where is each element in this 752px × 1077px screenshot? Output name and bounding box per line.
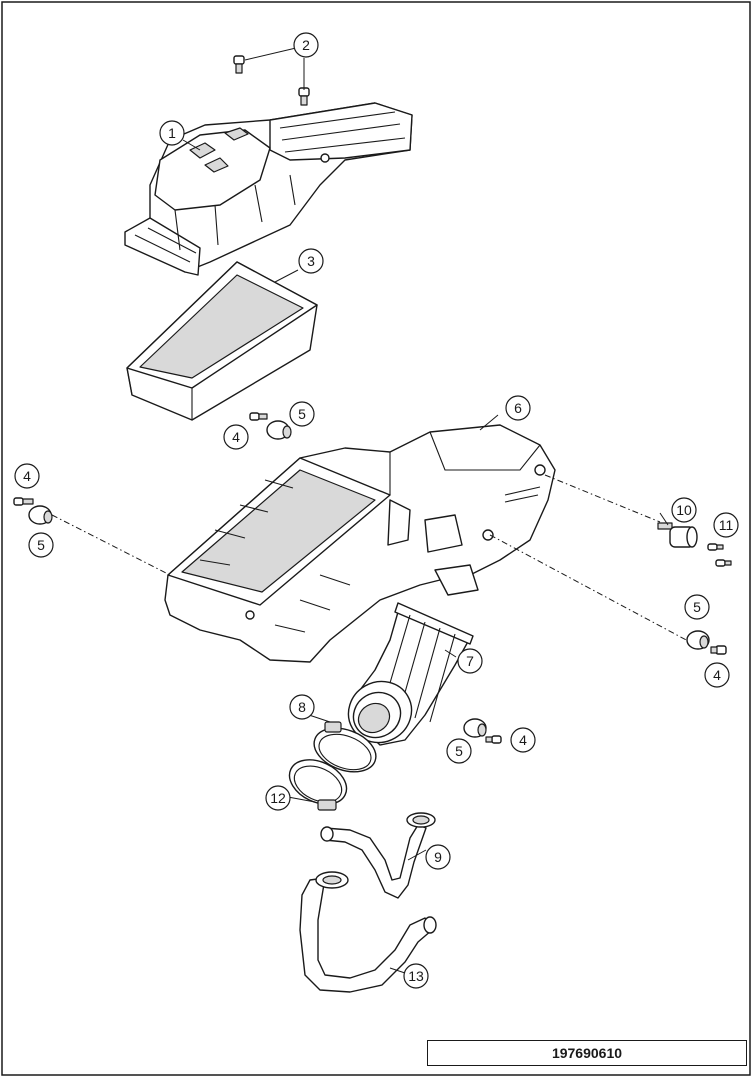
intake-boot	[347, 602, 474, 746]
callout-item-5-center: 5	[289, 401, 315, 427]
alignment-line-right	[489, 534, 691, 643]
svg-text:6: 6	[514, 400, 522, 416]
callout-item-9: 9	[425, 844, 451, 870]
callout-item-4-left: 4	[14, 463, 40, 489]
callout-item-10: 10	[671, 497, 697, 523]
sensor-screw-2	[715, 559, 732, 567]
rubber-bushing-lower	[463, 718, 487, 738]
callout-item-6: 6	[505, 395, 531, 421]
callout-item-13: 13	[403, 963, 429, 989]
svg-text:4: 4	[519, 732, 527, 748]
svg-text:5: 5	[37, 537, 45, 553]
airbox-cover	[124, 102, 413, 276]
rubber-bushing-center	[266, 420, 292, 440]
svg-text:7: 7	[466, 653, 474, 669]
svg-text:5: 5	[693, 599, 701, 615]
leader-lines	[182, 47, 669, 974]
svg-text:4: 4	[23, 468, 31, 484]
callout-item-7: 7	[457, 648, 483, 674]
rubber-bushing-right	[686, 630, 710, 650]
svg-text:8: 8	[298, 699, 306, 715]
svg-text:5: 5	[455, 743, 463, 759]
drawing-number-box: 197690610	[427, 1040, 747, 1066]
air-filter-element	[126, 261, 318, 421]
bolt-center	[249, 412, 268, 421]
screw-top-right	[298, 87, 310, 106]
svg-text:10: 10	[676, 502, 692, 518]
callout-item-5-left: 5	[28, 532, 54, 558]
svg-text:3: 3	[307, 253, 315, 269]
callout-item-4-lower: 4	[510, 727, 536, 753]
callout-item-2: 2	[293, 32, 319, 58]
svg-text:5: 5	[298, 406, 306, 422]
svg-text:13: 13	[408, 968, 424, 984]
callout-item-4-right: 4	[704, 662, 730, 688]
svg-text:1: 1	[168, 125, 176, 141]
svg-text:11: 11	[719, 517, 734, 533]
callout-item-5-lower: 5	[446, 738, 472, 764]
svg-text:4: 4	[232, 429, 240, 445]
callout-item-8: 8	[289, 694, 315, 720]
alignment-line-left	[51, 514, 171, 576]
bolt-right	[710, 645, 727, 655]
screw-top-left	[233, 55, 245, 74]
svg-text:12: 12	[270, 790, 286, 806]
intake-air-sensor	[657, 522, 698, 548]
sensor-screw-1	[707, 543, 724, 551]
callout-item-5-right: 5	[684, 594, 710, 620]
bolt-left	[13, 497, 34, 506]
alignment-line-sensor	[544, 474, 661, 523]
svg-text:4: 4	[713, 667, 721, 683]
callout-item-12: 12	[265, 785, 291, 811]
drain-hose-upper	[320, 812, 436, 899]
svg-text:2: 2	[302, 37, 310, 53]
rubber-bushing-left	[28, 505, 53, 525]
bolt-lower	[485, 735, 502, 744]
callout-item-1: 1	[159, 120, 185, 146]
hose-clamp-upper	[313, 721, 377, 773]
callout-item-4-center: 4	[223, 424, 249, 450]
drain-hose-lower	[299, 871, 437, 993]
hose-clamp-lower	[288, 759, 348, 811]
callout-item-11: 11	[713, 512, 739, 538]
callout-item-3: 3	[298, 248, 324, 274]
airbox-housing	[164, 424, 556, 663]
svg-text:9: 9	[434, 849, 442, 865]
